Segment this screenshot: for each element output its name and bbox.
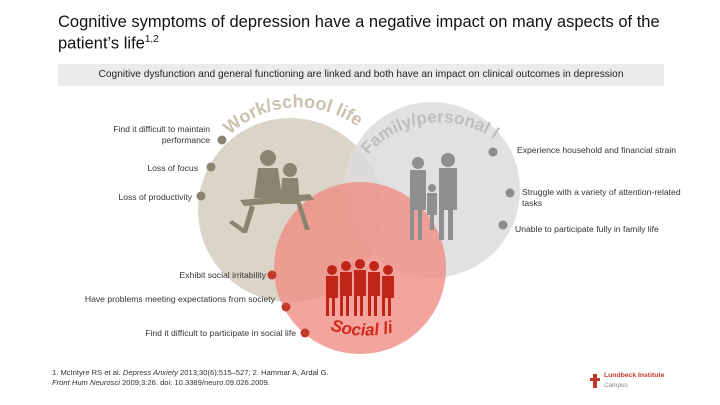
left-dot-2 <box>206 162 216 172</box>
bottom-label-1: Exhibit social irritability <box>179 270 266 280</box>
right-dot-2 <box>505 188 515 198</box>
lundbeck-logo: Lundbeck Institute Campus <box>590 372 700 396</box>
social-silhouette-icon <box>326 259 394 316</box>
right-dot-3 <box>498 220 508 230</box>
left-label-2: Loss of focus <box>147 163 198 173</box>
right-label-3: Unable to participate fully in family li… <box>515 224 659 234</box>
right-dot-1 <box>488 147 498 157</box>
bottom-dot-1 <box>267 270 277 280</box>
logo-text-primary: Lundbeck Institute <box>604 372 665 379</box>
bottom-dot-2 <box>281 302 291 312</box>
right-label-2: Struggle with a variety of attention-rel… <box>522 187 681 208</box>
left-label-3: Loss of productivity <box>118 192 192 202</box>
footnote-references: 1. McIntyre RS et al. Depress Anxiety 20… <box>52 368 329 387</box>
left-label-1: Find it difficult to maintain performanc… <box>113 124 210 145</box>
work-silhouette-icon <box>229 150 314 233</box>
page-title: Cognitive symptoms of depression have a … <box>58 13 660 53</box>
bottom-dot-3 <box>300 328 310 338</box>
bottom-label-2: Have problems meeting expectations from … <box>84 294 275 304</box>
bottom-label-3: Find it difficult to participate in soci… <box>145 328 296 338</box>
left-dot-1 <box>217 135 227 145</box>
family-silhouette-icon <box>410 153 457 240</box>
lundbeck-logo-icon <box>590 374 600 388</box>
left-dot-3 <box>196 191 206 201</box>
logo-text-secondary: Campus <box>604 382 628 389</box>
subtitle-banner: Cognitive dysfunction and general functi… <box>58 64 664 86</box>
right-label-1: Experience household and financial strai… <box>517 145 677 155</box>
